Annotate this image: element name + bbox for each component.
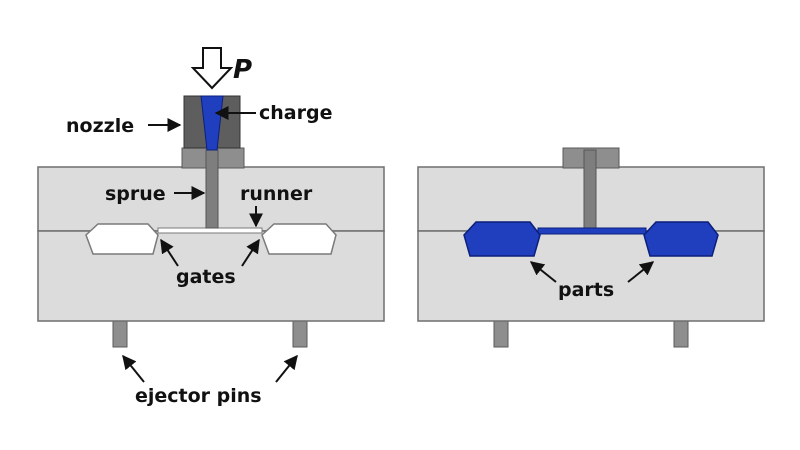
- right-mold-filled: parts: [417, 147, 765, 348]
- left-mold-injection: P nozzle charge sprue runner gates e: [37, 47, 385, 407]
- parts-pointer-right: [627, 261, 655, 283]
- right-part-a: [463, 221, 541, 257]
- left-cavity-a: [85, 223, 159, 255]
- parts-pointer-left: [529, 261, 557, 283]
- right-part-b: [643, 221, 719, 257]
- ejector-pins-label: ejector pins: [135, 385, 262, 407]
- gates-pointer-right: [241, 238, 260, 267]
- parts-label: parts: [558, 279, 614, 301]
- right-runner-filled: [537, 227, 647, 235]
- ejector-pin-pointer-right: [275, 354, 298, 383]
- left-cavity-b: [261, 223, 337, 255]
- left-sprue: [205, 149, 219, 229]
- nozzle-label: nozzle: [66, 115, 134, 137]
- right-sprue: [583, 149, 597, 229]
- ejector-pin-pointer-left: [122, 354, 145, 383]
- pressure-label: P: [233, 55, 252, 85]
- sprue-label: sprue: [105, 183, 166, 205]
- runner-label: runner: [240, 183, 313, 205]
- pressure-arrow-icon: [190, 47, 234, 90]
- charge-label: charge: [259, 102, 332, 124]
- gates-pointer-left: [160, 238, 179, 267]
- gates-label: gates: [176, 266, 236, 288]
- left-runner-channel: [157, 227, 263, 234]
